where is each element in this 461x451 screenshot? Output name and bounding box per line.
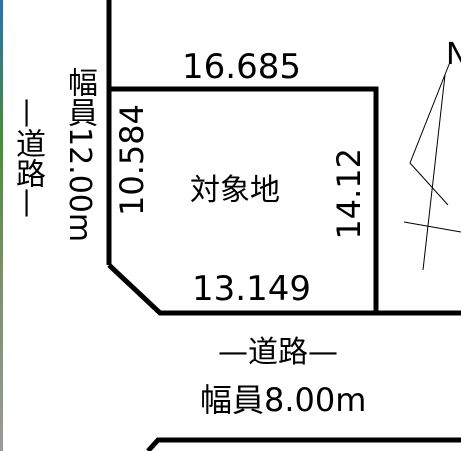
road-bottom-name: —道路— bbox=[218, 335, 338, 370]
road-left-name: —道路— bbox=[10, 98, 45, 218]
dimension-right: 14.12 bbox=[330, 148, 368, 240]
north-arrow-icon bbox=[403, 61, 461, 271]
dimension-bottom: 13.149 bbox=[192, 269, 311, 309]
dimension-top: 16.685 bbox=[182, 47, 301, 87]
photo-edge-strip bbox=[0, 0, 3, 451]
north-label: N bbox=[446, 37, 461, 72]
opposite-lot-line bbox=[146, 437, 461, 451]
subject-site-label: 対象地 bbox=[190, 173, 280, 208]
dimension-left: 10.584 bbox=[113, 104, 151, 216]
road-bottom-width: 幅員8.00m bbox=[200, 381, 367, 419]
road-left-width: 幅員12.00m bbox=[62, 67, 97, 243]
